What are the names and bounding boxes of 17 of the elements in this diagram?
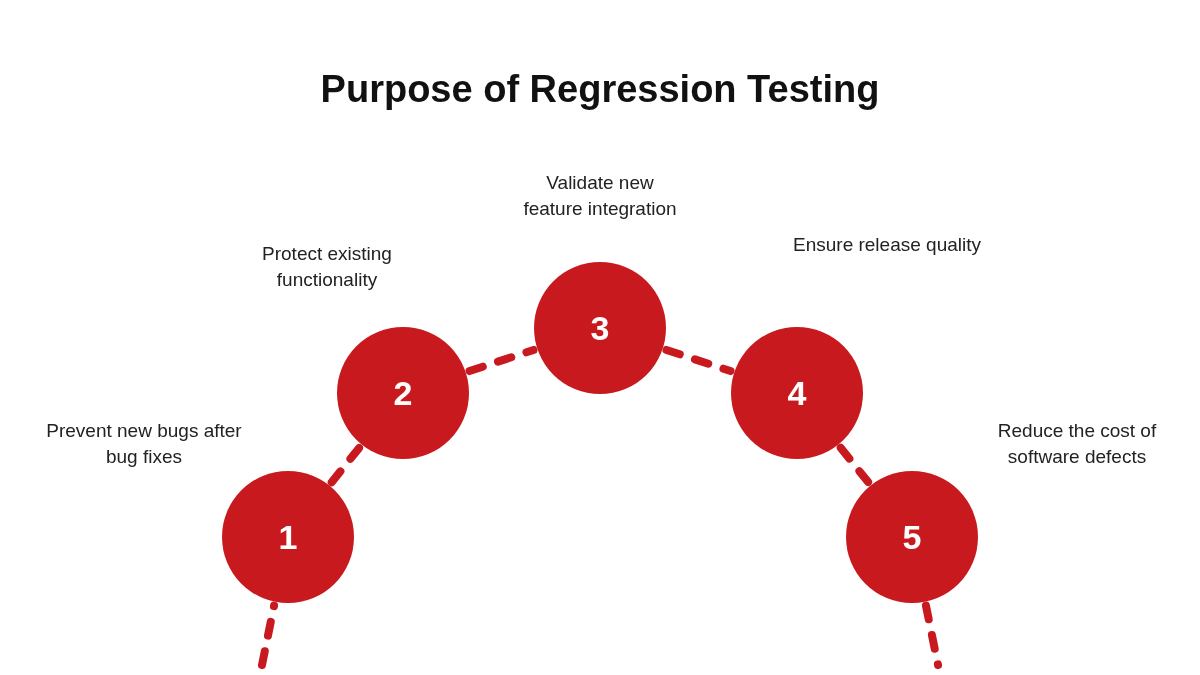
step-description: Validate new feature integration: [522, 171, 678, 221]
step-number: 3: [590, 308, 610, 348]
step-number: 2: [393, 373, 413, 413]
dashed-connector: [327, 443, 364, 487]
dashed-connector: [662, 345, 735, 376]
step-description: Ensure release quality: [792, 233, 982, 257]
dashed-connector: [836, 443, 873, 487]
step-description: Protect existing functionality: [261, 242, 393, 292]
step-number: 5: [902, 517, 922, 557]
step-description: Prevent new bugs after bug fixes: [45, 419, 243, 469]
step-description: Reduce the cost of software defects: [996, 419, 1158, 469]
title: Purpose of Regression Testing: [319, 68, 881, 111]
step-number: 4: [787, 373, 807, 413]
dashed-connector: [921, 601, 942, 669]
dashed-connector: [465, 345, 538, 376]
dashed-connector: [258, 601, 279, 669]
step-number: 1: [278, 517, 298, 557]
